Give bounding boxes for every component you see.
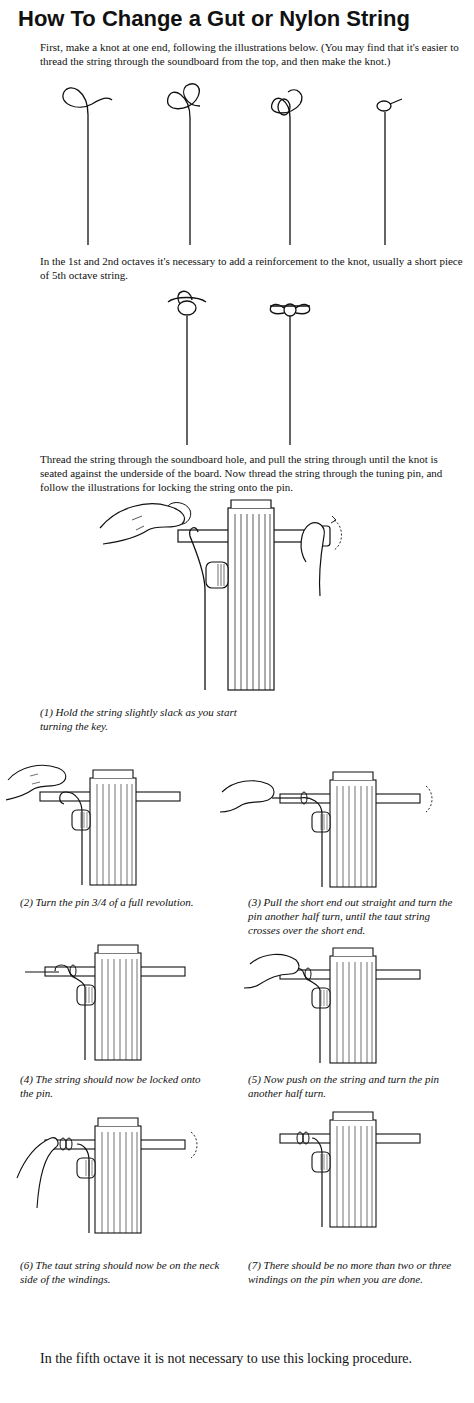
figure-7: [280, 1112, 420, 1227]
instruction-text: First, make a knot at one end, following…: [40, 40, 465, 68]
figure-caption: (4) The string should now be locked onto…: [20, 1072, 210, 1100]
reinforced-knots: [168, 291, 310, 445]
figure-caption: (3) Pull the short end out straight and …: [248, 895, 458, 937]
figure-caption: (6) The taut string should now be on the…: [20, 1258, 220, 1286]
figure-2: [6, 765, 180, 885]
figure-1: [100, 500, 342, 690]
figure-5: [244, 948, 420, 1063]
knot-steps: [63, 84, 402, 245]
instruction-text: Thread the string through the soundboard…: [40, 452, 465, 494]
instruction-text: In the fifth octave it is not necessary …: [40, 1350, 465, 1367]
page-title: How To Change a Gut or Nylon String: [18, 6, 468, 32]
figure-caption: (7) There should be no more than two or …: [248, 1258, 458, 1286]
figure-caption: (2) Turn the pin 3/4 of a full revolutio…: [20, 895, 210, 909]
figure-caption: (5) Now push on the string and turn the …: [248, 1072, 458, 1100]
figure-caption: (1) Hold the string slightly slack as yo…: [40, 705, 250, 733]
figure-4: [25, 945, 185, 1060]
figure-6: [17, 1118, 197, 1233]
figure-3: [220, 772, 432, 887]
instruction-text: In the 1st and 2nd octaves it's necessar…: [40, 254, 465, 282]
